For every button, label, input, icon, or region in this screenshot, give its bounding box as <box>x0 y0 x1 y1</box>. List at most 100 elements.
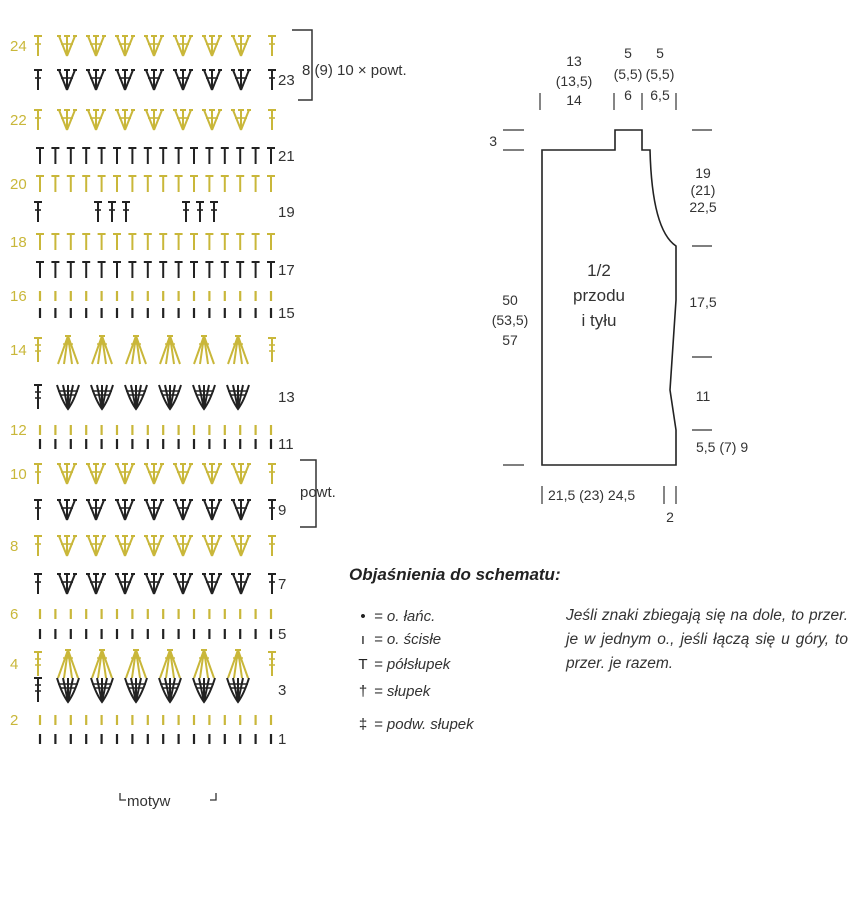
top-width-f: 6 <box>624 87 632 103</box>
stitch-mark <box>201 69 223 91</box>
top-width-e: (5,5) <box>614 66 643 82</box>
stitch-mark <box>192 677 216 703</box>
stitch-mark <box>56 499 78 521</box>
stitch-mark <box>65 175 76 193</box>
stitch-mark <box>143 35 165 57</box>
row-number-4: 4 <box>10 656 18 673</box>
stitch-mark <box>35 147 45 165</box>
legend-item: T = półsłupek <box>352 653 450 675</box>
center-label-3: i tyłu <box>582 311 617 330</box>
stitch-mark <box>65 261 76 279</box>
right-dim-1b: (21) <box>691 182 716 198</box>
stitch-mark <box>85 535 107 557</box>
stitch-mark <box>33 535 43 557</box>
stitch-mark <box>172 499 194 521</box>
stitch-mark <box>267 535 277 557</box>
stitch-mark <box>125 649 147 679</box>
stitch-mark <box>267 651 277 677</box>
legend-item: • = o. łańc. <box>352 605 435 627</box>
row-number-17: 17 <box>278 262 295 279</box>
stitch-mark <box>227 649 249 679</box>
stitch-mark <box>112 233 122 251</box>
stitch-mark <box>96 233 107 251</box>
stitch-mark <box>266 233 276 251</box>
legend-item: ı = o. ścisłe <box>352 628 441 650</box>
garment-schematic <box>541 129 677 466</box>
stitch-mark <box>230 573 252 595</box>
stitch-mark <box>142 175 153 193</box>
stitch-mark <box>201 535 223 557</box>
stitch-mark <box>124 677 148 703</box>
stitch-mark <box>201 573 223 595</box>
stitch-mark <box>33 109 43 131</box>
row-number-6: 6 <box>10 606 18 623</box>
right-dim-2: 17,5 <box>689 294 716 310</box>
row-number-10: 10 <box>10 466 27 483</box>
stitch-mark <box>266 147 276 165</box>
stitch-mark <box>219 175 230 193</box>
stitch-mark <box>114 573 136 595</box>
top-width-h: (5,5) <box>646 66 675 82</box>
left-small-dim: 3 <box>489 133 497 149</box>
stitch-chart <box>33 35 277 746</box>
stitch-mark <box>143 499 165 521</box>
stitch-mark <box>35 261 45 279</box>
stitch-mark <box>85 109 107 131</box>
stitch-mark <box>193 649 215 679</box>
stitch-mark <box>173 261 184 279</box>
center-label-2: przodu <box>573 286 625 305</box>
stitch-mark <box>230 463 252 485</box>
stitch-mark <box>56 463 78 485</box>
row-number-15: 15 <box>278 305 295 322</box>
stitch-mark <box>56 109 78 131</box>
stitch-mark <box>142 233 153 251</box>
stitch-mark <box>158 147 169 165</box>
stitch-mark <box>33 677 43 703</box>
stitch-mark <box>230 69 252 91</box>
stitch-mark <box>266 175 276 193</box>
stitch-mark <box>204 233 215 251</box>
stitch-mark <box>142 261 153 279</box>
stitch-mark <box>209 201 219 223</box>
stitch-mark <box>85 35 107 57</box>
stitch-mark <box>56 677 80 703</box>
stitch-mark <box>227 335 249 365</box>
stitch-mark <box>50 261 61 279</box>
stitch-mark <box>127 175 138 193</box>
stitch-mark <box>85 463 107 485</box>
row-number-12: 12 <box>10 422 27 439</box>
stitch-mark <box>57 649 79 679</box>
stitch-mark <box>124 384 148 410</box>
stitch-mark <box>267 35 277 57</box>
row-number-21: 21 <box>278 148 295 165</box>
legend-item: † = słupek <box>352 680 430 702</box>
row-number-16: 16 <box>10 288 27 305</box>
stitch-mark <box>189 175 199 193</box>
row-number-1: 1 <box>278 731 286 748</box>
stitch-mark <box>35 175 45 193</box>
row-number-13: 13 <box>278 389 295 406</box>
row-number-7: 7 <box>278 576 286 593</box>
stitch-mark <box>50 147 61 165</box>
stitch-mark <box>65 233 76 251</box>
stitch-mark <box>96 261 107 279</box>
stitch-mark <box>235 175 246 193</box>
stitch-mark <box>33 499 43 521</box>
stitch-mark <box>235 261 246 279</box>
stitch-mark <box>33 651 43 677</box>
stitch-mark <box>250 147 261 165</box>
legend-symbol: T <box>358 655 368 673</box>
stitch-mark <box>93 201 103 223</box>
stitch-mark <box>91 335 113 365</box>
legend-symbol: ‡ <box>358 715 368 733</box>
row-number-19: 19 <box>278 204 295 221</box>
stitch-mark <box>158 384 182 410</box>
stitch-mark <box>81 233 92 251</box>
row-number-20: 20 <box>10 176 27 193</box>
stitch-mark <box>96 175 107 193</box>
stitch-mark <box>85 499 107 521</box>
stitch-mark <box>127 233 138 251</box>
stitch-mark <box>56 573 78 595</box>
legend-symbol: ı <box>360 630 366 648</box>
left-height-1: 50 <box>502 292 518 308</box>
